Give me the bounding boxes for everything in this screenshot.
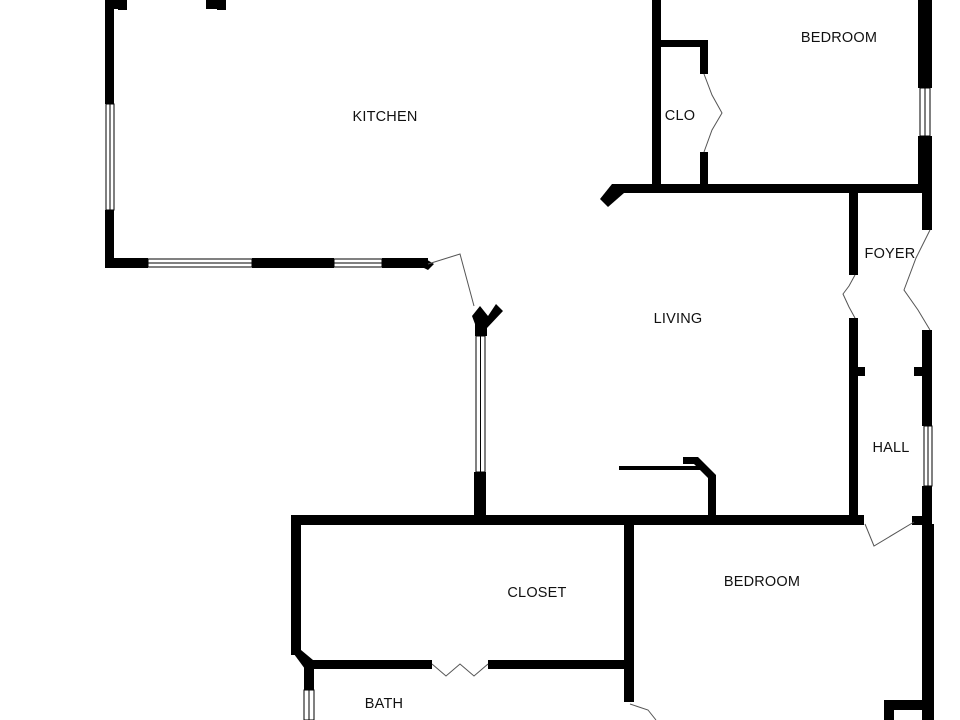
living-wall-corner-top (600, 184, 624, 207)
window (303, 689, 315, 720)
room-label-living: LIVING (654, 311, 703, 327)
window (919, 87, 931, 137)
clo-wall-east (700, 40, 708, 74)
bedroom-top-wall-west (652, 0, 661, 190)
doors (427, 73, 931, 720)
bath-door-swing (629, 703, 657, 720)
closet-wall-south (488, 660, 630, 669)
kitchen-wall-top-stub (217, 0, 226, 10)
kitchen-wall-top-stub (118, 0, 127, 10)
bedroom-top-wall-east (918, 0, 932, 88)
room-labels: KITCHEN BEDROOM CLO FOYER LIVING HALL CL… (352, 30, 915, 712)
room-label-kitchen: KITCHEN (352, 109, 417, 125)
room-label-foyer: FOYER (865, 246, 916, 262)
foyer-wall-east (922, 330, 932, 426)
bedroom-bottom-wall-south (884, 700, 934, 710)
kitchen-door-swing (427, 253, 475, 307)
room-label-clo: CLO (665, 108, 695, 124)
hall-wall-east (922, 486, 932, 524)
fireplace-line (619, 466, 704, 470)
clo-wall-top (652, 40, 708, 47)
living-wall-west (474, 472, 486, 520)
bedroom-top-wall-south (612, 184, 932, 193)
foyer-entry-door (903, 229, 931, 331)
kitchen-wall-left (105, 210, 114, 268)
foyer-wall-east (922, 184, 932, 230)
hall-wall-west (849, 318, 858, 523)
closet-wall-west (291, 515, 301, 655)
living-wall-corner (472, 304, 503, 336)
clo-wall-east (700, 152, 708, 190)
hall-wall-stub (914, 367, 932, 376)
bedroom-top-wall-east (918, 136, 932, 188)
room-label-bedroom-top: BEDROOM (801, 30, 877, 46)
foyer-wall-west (849, 193, 858, 275)
foyer-bifold-door (842, 274, 856, 319)
hall-wall-stub (849, 367, 865, 376)
bath-wall-west (304, 660, 314, 690)
windows (105, 87, 933, 720)
hall-wall-south-stub (912, 516, 932, 525)
window (333, 258, 383, 268)
living-wall-south (291, 515, 864, 525)
closet-wall-east (624, 515, 634, 669)
room-label-bedroom-bottom: BEDROOM (724, 574, 800, 590)
closet-double-door (431, 663, 489, 677)
window (475, 335, 486, 473)
bedroom-bottom-wall-south (884, 700, 894, 720)
kitchen-wall-bottom (105, 258, 148, 268)
fireplace-body (683, 457, 716, 520)
window (147, 258, 253, 268)
room-label-closet: CLOSET (507, 585, 566, 601)
hall-door-swing (864, 521, 915, 547)
closet-wall-south (304, 660, 432, 669)
clo-bifold-door (703, 73, 723, 153)
kitchen-wall-left (105, 0, 114, 104)
kitchen-wall-top-stub (105, 0, 127, 9)
bath-wall-east (624, 669, 634, 702)
room-label-bath: BATH (365, 696, 403, 712)
kitchen-wall-top-stub (206, 0, 226, 9)
walls (105, 0, 934, 720)
room-label-hall: HALL (872, 440, 909, 456)
kitchen-wall-bottom (382, 258, 428, 268)
window (105, 103, 115, 211)
window (923, 425, 933, 487)
bedroom-bottom-wall-east (922, 524, 934, 720)
kitchen-wall-bottom (252, 258, 334, 268)
